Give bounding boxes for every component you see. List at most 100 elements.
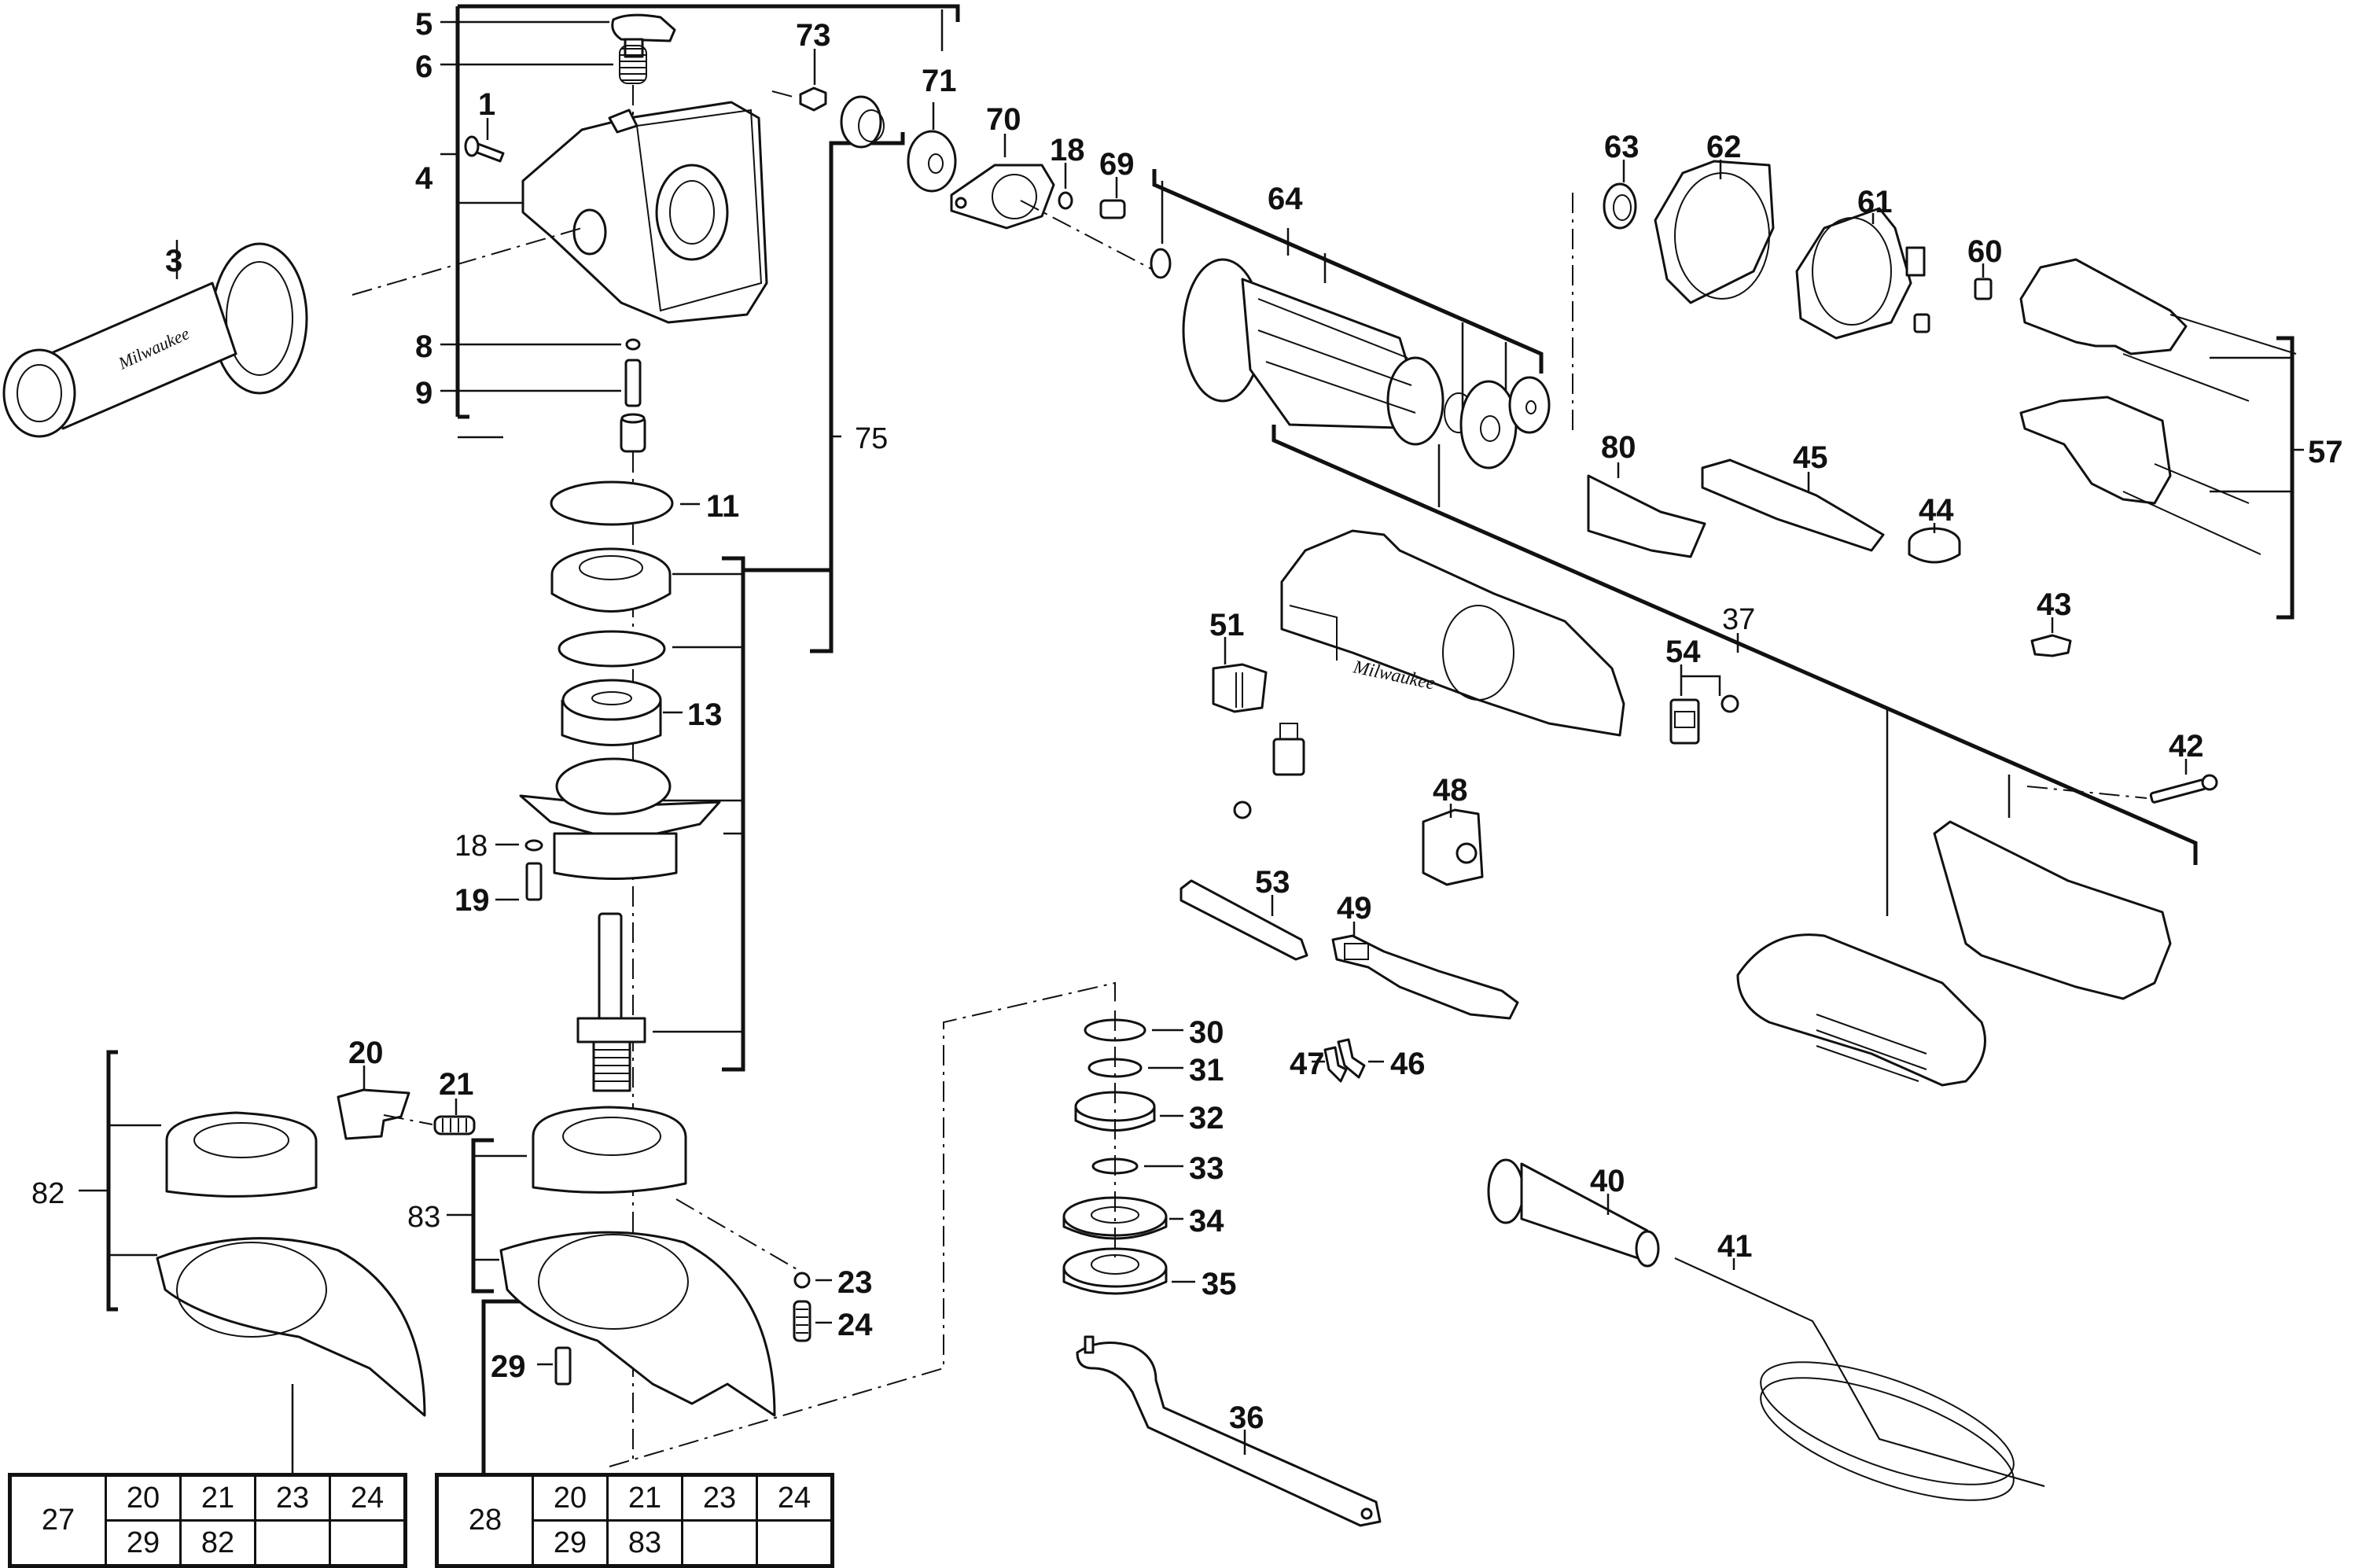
brush-holder-plate-61[interactable] — [1795, 207, 1926, 340]
screw-29[interactable] — [554, 1346, 572, 1386]
label-24: 24 — [837, 1308, 873, 1342]
screw-54[interactable] — [1720, 694, 1739, 713]
terminal-47[interactable] — [1323, 1046, 1348, 1083]
label-82: 82 — [31, 1177, 64, 1210]
bearing-armature[interactable] — [1508, 376, 1551, 434]
bearing-13[interactable] — [561, 679, 662, 746]
label-8: 8 — [415, 329, 432, 364]
flange-32[interactable] — [1074, 1091, 1156, 1132]
side-handle-3[interactable]: Milwaukee — [2, 242, 308, 438]
label-83: 83 — [407, 1201, 440, 1234]
washer-18-upper[interactable] — [1058, 191, 1073, 210]
kit-part: 82 — [179, 1519, 256, 1567]
label-18-lower: 18 — [455, 830, 488, 863]
bushing-75[interactable] — [840, 95, 885, 149]
paddle-trigger-49[interactable] — [1331, 934, 1519, 1020]
guard-clamp-82[interactable] — [165, 1111, 318, 1198]
sleeve-bearing[interactable] — [620, 413, 646, 453]
spring-6[interactable] — [619, 45, 647, 84]
wheel-guard-83[interactable] — [499, 1231, 776, 1417]
washer-8[interactable] — [625, 338, 641, 351]
screw-brush-left[interactable] — [1233, 801, 1252, 819]
magnet-60b[interactable] — [1913, 313, 1930, 333]
axis-42 — [2026, 786, 2147, 799]
kit-part: 29 — [532, 1519, 609, 1567]
label-4: 4 — [415, 161, 433, 196]
guard-clamp-83[interactable] — [532, 1106, 687, 1194]
label-37: 37 — [1722, 603, 1755, 636]
gear-housing-4[interactable] — [521, 101, 768, 324]
bearing-flange[interactable] — [550, 547, 672, 613]
screw-42[interactable] — [2149, 774, 2218, 804]
field-coil-lower[interactable] — [2019, 396, 2261, 555]
spindle[interactable] — [576, 912, 646, 1092]
kit-part: 23 — [254, 1474, 331, 1522]
label-75: 75 — [855, 422, 888, 455]
label-42: 42 — [2169, 729, 2204, 764]
insulation-80[interactable] — [1587, 474, 1706, 558]
kit-part: 23 — [681, 1474, 758, 1522]
electronic-module-45[interactable] — [1701, 458, 1885, 552]
axis-73 — [771, 90, 797, 98]
spring-24[interactable] — [793, 1300, 811, 1342]
bracket-gear-assembly — [653, 556, 745, 1072]
label-70: 70 — [986, 102, 1021, 137]
guard-lever-20[interactable] — [337, 1088, 410, 1140]
fan-guide-62[interactable] — [1654, 160, 1775, 304]
bracket-37 — [1272, 425, 2198, 916]
label-49: 49 — [1337, 891, 1372, 926]
label-51: 51 — [1209, 608, 1245, 642]
switch-cover-51[interactable] — [1212, 663, 1268, 713]
power-cord-41[interactable] — [1674, 1257, 2045, 1526]
motor-housing[interactable]: Milwaukee — [1280, 529, 1625, 737]
rear-handle-housing[interactable] — [1736, 820, 2172, 1087]
switch-48[interactable] — [1422, 808, 1484, 886]
cord-protector-40[interactable] — [1487, 1158, 1660, 1268]
kit-table-28: 28 20 21 23 24 29 83 — [435, 1473, 834, 1568]
seal-63[interactable] — [1603, 182, 1637, 230]
spring-21[interactable] — [433, 1115, 476, 1136]
kit-part — [756, 1519, 834, 1567]
retaining-ring[interactable] — [558, 630, 666, 668]
label-61: 61 — [1857, 185, 1893, 219]
terminal-46[interactable] — [1337, 1038, 1366, 1079]
spindle-lock-button[interactable] — [611, 13, 676, 58]
label-34: 34 — [1189, 1204, 1224, 1239]
kit-part: 24 — [756, 1474, 834, 1522]
armature-64[interactable] — [1182, 258, 1474, 446]
ball-23[interactable] — [793, 1272, 811, 1289]
label-29: 29 — [491, 1349, 526, 1384]
screw-19[interactable] — [525, 862, 543, 901]
label-80: 80 — [1601, 430, 1636, 465]
gear-case-plate[interactable] — [519, 757, 721, 880]
o-ring-11[interactable] — [550, 480, 674, 526]
label-11: 11 — [706, 489, 739, 524]
speed-dial-44[interactable] — [1908, 527, 1961, 564]
washer-18-lower[interactable] — [524, 839, 543, 852]
screw-43[interactable] — [2030, 634, 2072, 657]
outer-flange-nut-35[interactable] — [1062, 1247, 1168, 1295]
nut-73[interactable] — [799, 86, 827, 112]
screw-1[interactable] — [464, 135, 505, 163]
bracket-57 — [2210, 336, 2304, 620]
washer-armature[interactable] — [1150, 248, 1172, 279]
pin-9[interactable] — [624, 359, 642, 407]
label-44: 44 — [1919, 493, 1954, 528]
bearing-plate-70[interactable] — [950, 164, 1055, 230]
wheel-guard-82[interactable] — [156, 1237, 426, 1417]
label-73: 73 — [796, 18, 831, 53]
label-53: 53 — [1255, 865, 1290, 900]
spanner-wrench-36[interactable] — [1076, 1335, 1382, 1527]
fan-baffle[interactable] — [1459, 380, 1518, 469]
kit-part: 21 — [606, 1474, 683, 1522]
brush-holder-left[interactable] — [1272, 723, 1305, 776]
brush-holder-54[interactable] — [1669, 698, 1700, 745]
magnet-60a[interactable] — [1974, 278, 1993, 300]
switch-rod-53[interactable] — [1180, 879, 1308, 961]
kit-part: 83 — [606, 1519, 683, 1567]
screw-69[interactable] — [1099, 199, 1126, 219]
field-coil-upper[interactable] — [2019, 258, 2297, 402]
washer-71[interactable] — [907, 130, 957, 193]
inner-flange-34[interactable] — [1062, 1196, 1168, 1240]
